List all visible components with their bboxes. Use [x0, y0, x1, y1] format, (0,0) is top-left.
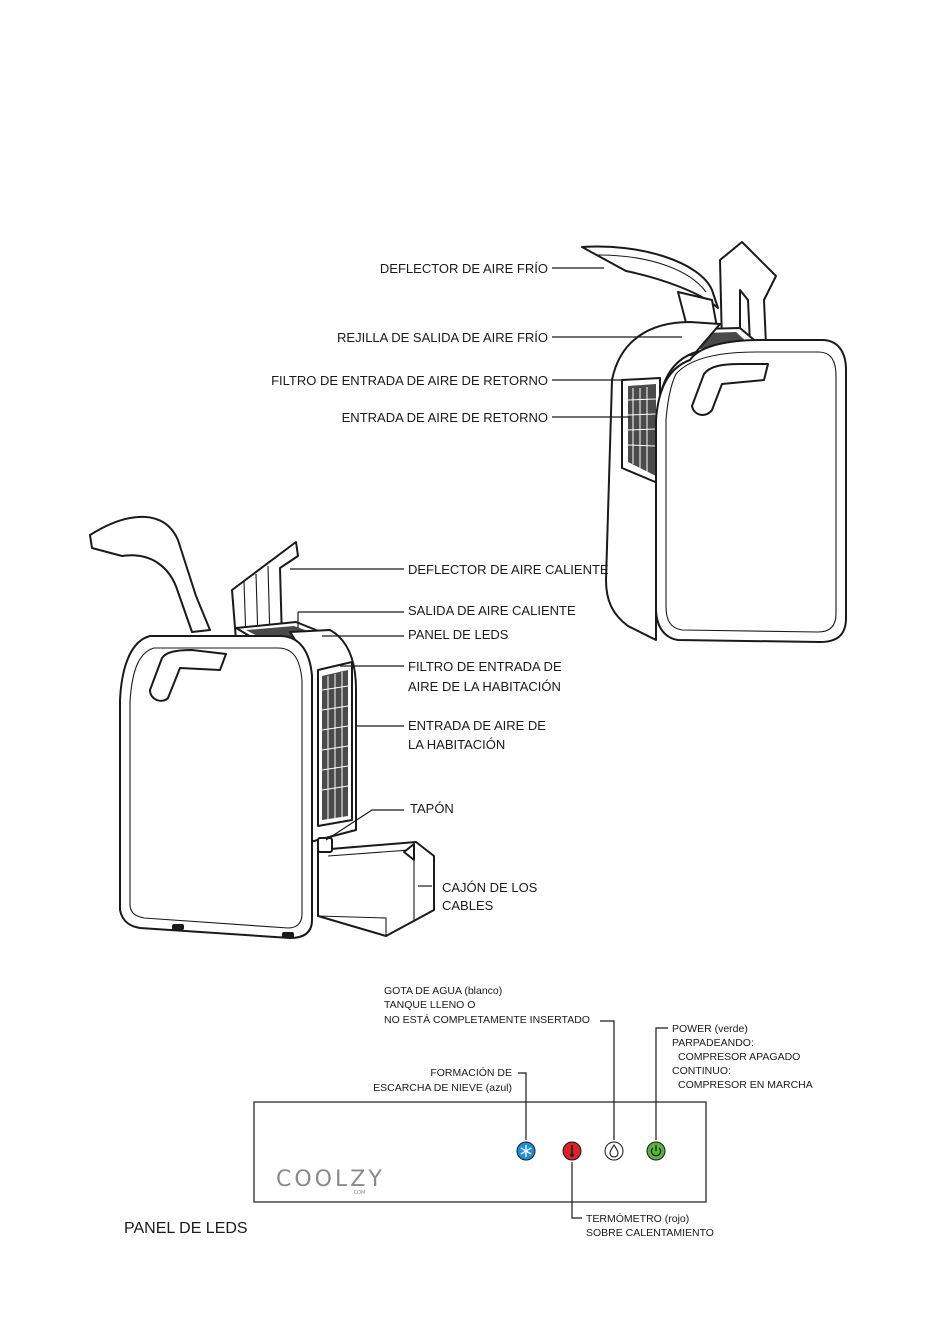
water-label-3: NO ESTÁ COMPLETAMENTE INSERTADO: [384, 1013, 590, 1026]
label-return-filter: FILTRO DE ENTRADA DE AIRE DE RETORNO: [271, 373, 548, 388]
label-room-filter-2: AIRE DE LA HABITACIÓN: [408, 679, 561, 694]
power-icon: [646, 1141, 666, 1161]
water-drop-icon: [604, 1141, 624, 1161]
snowflake-icon: [516, 1141, 536, 1161]
label-room-filter-1: FILTRO DE ENTRADA DE: [408, 659, 562, 674]
label-hot-outlet: SALIDA DE AIRE CALIENTE: [408, 603, 576, 618]
top-callouts: DEFLECTOR DE AIRE FRÍO REJILLA DE SALIDA…: [271, 261, 682, 425]
label-plug: TAPÓN: [410, 801, 454, 816]
rear-unit-illustration: [581, 241, 847, 643]
thermometer-icon: [562, 1141, 582, 1161]
svg-text:COOLZY: COOLZY: [276, 1167, 385, 1192]
frost-label-1: FORMACIÓN DE: [430, 1066, 512, 1079]
return-grille: [627, 384, 657, 476]
power-label-5: COMPRESOR EN MARCHA: [678, 1079, 813, 1091]
label-cable-drawer-1: CAJÓN DE LOS: [442, 880, 538, 895]
svg-text:.COM: .COM: [352, 1190, 365, 1196]
thermo-label-1: TERMÓMETRO (rojo): [586, 1212, 689, 1225]
front-unit-illustration: [89, 515, 435, 939]
label-led-panel: PANEL DE LEDS: [408, 627, 509, 642]
frost-label-2: ESCARCHA DE NIEVE (azul): [373, 1082, 512, 1094]
label-room-inlet-2: LA HABITACIÓN: [408, 737, 505, 752]
led-panel-box: [253, 1101, 707, 1203]
room-inlet-grille: [321, 670, 349, 820]
power-label-2: PARPADEANDO:: [672, 1037, 754, 1049]
power-label-3: COMPRESOR APAGADO: [678, 1051, 800, 1063]
label-cable-drawer-2: CABLES: [442, 898, 494, 913]
label-return-inlet: ENTRADA DE AIRE DE RETORNO: [342, 410, 548, 425]
label-hot-deflector: DEFLECTOR DE AIRE CALIENTE: [408, 562, 609, 577]
power-label-1: POWER (verde): [672, 1023, 748, 1035]
water-label-2: TANQUE LLENO O: [384, 999, 475, 1011]
water-label-1: GOTA DE AGUA (blanco): [384, 985, 502, 997]
thermo-label-2: SOBRE CALENTAMIENTO: [586, 1227, 714, 1239]
label-room-inlet-1: ENTRADA DE AIRE DE: [408, 718, 546, 733]
label-cold-deflector: DEFLECTOR DE AIRE FRÍO: [380, 261, 548, 276]
coolzy-logo: COOLZY .COM: [276, 1167, 385, 1196]
bottom-callouts: DEFLECTOR DE AIRE CALIENTE SALIDA DE AIR…: [290, 562, 609, 913]
power-label-4: CONTINUO:: [672, 1065, 731, 1077]
led-panel-detail: COOLZY .COM: [124, 985, 813, 1239]
led-panel-caption: PANEL DE LEDS: [124, 1220, 248, 1237]
label-cold-outlet-grille: REJILLA DE SALIDA DE AIRE FRÍO: [337, 330, 548, 345]
